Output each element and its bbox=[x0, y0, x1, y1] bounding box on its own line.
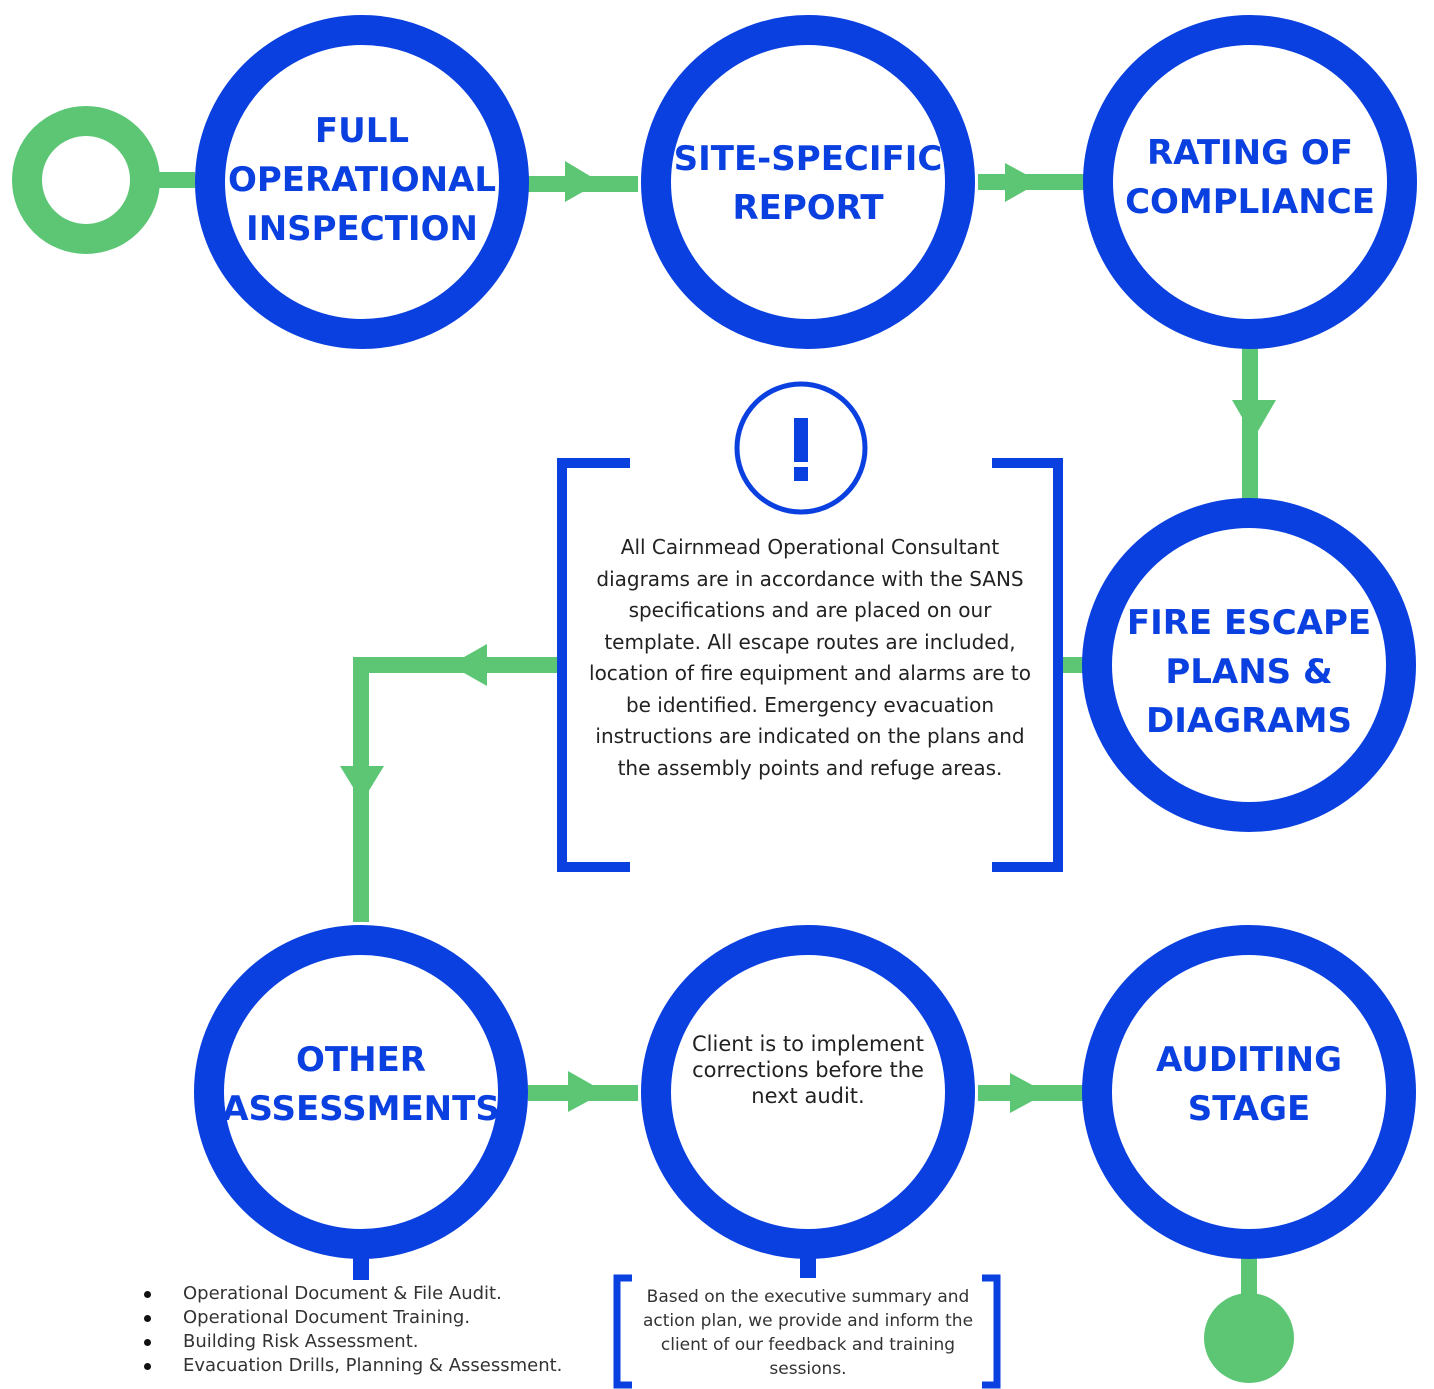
exclamation-icon bbox=[734, 381, 868, 515]
arrow-right-icon bbox=[568, 1071, 605, 1112]
arrow-down-icon bbox=[340, 766, 384, 802]
step-label-fire-escape-plans: FIRE ESCAPE PLANS & DIAGRAMS bbox=[1126, 602, 1372, 741]
arrow-right-icon bbox=[565, 161, 600, 202]
connectors bbox=[150, 161, 1276, 1315]
step-circle-1 bbox=[195, 15, 529, 349]
step-circle-4 bbox=[1082, 498, 1416, 832]
end-dot-icon bbox=[1204, 1293, 1294, 1383]
bracket-right-small bbox=[982, 1274, 1001, 1389]
arrow-down-icon bbox=[1232, 400, 1276, 438]
step-circles bbox=[194, 15, 1417, 1259]
bracket-left bbox=[557, 458, 630, 872]
arrow-right-icon bbox=[1005, 163, 1040, 202]
bracket-left-small bbox=[613, 1274, 632, 1389]
arrow-left-icon bbox=[450, 644, 487, 686]
step-circle-2 bbox=[641, 15, 975, 349]
start-ring-icon bbox=[12, 106, 160, 254]
connector-step4-stub bbox=[1060, 657, 1085, 673]
step-label-other-assessments: OTHER ASSESSMENTS bbox=[222, 1040, 500, 1129]
step-label-auditing-stage: AUDITING STAGE bbox=[1156, 1040, 1342, 1129]
step-circle-6 bbox=[641, 925, 975, 1259]
step-text-client-implement: Client is to implement corrections befor… bbox=[692, 1032, 924, 1108]
list-item: Operational Document & File Audit. bbox=[140, 1282, 562, 1306]
step-circle-3 bbox=[1083, 15, 1417, 349]
step-label-full-operational-inspection: FULL OPERATIONAL INSPECTION bbox=[227, 110, 497, 249]
bracket-right bbox=[992, 458, 1063, 872]
step-label-rating-of-compliance: RATING OF COMPLIANCE bbox=[1125, 133, 1375, 222]
note-brackets bbox=[557, 458, 1063, 872]
info-note-text: All Cairnmead Operational Consultant dia… bbox=[589, 535, 1031, 780]
connector-start-to-step1 bbox=[150, 172, 195, 188]
step-label-site-specific-report: SITE-SPECIFIC REPORT bbox=[673, 139, 943, 228]
step-circle-5 bbox=[194, 925, 528, 1259]
feedback-brackets bbox=[613, 1274, 1001, 1389]
other-assessments-list: Operational Document & File Audit. Opera… bbox=[140, 1282, 562, 1378]
list-item: Operational Document Training. bbox=[140, 1306, 562, 1330]
list-item: Building Risk Assessment. bbox=[140, 1330, 562, 1354]
arrow-right-icon bbox=[1010, 1073, 1047, 1113]
feedback-note-text: Based on the executive summary and actio… bbox=[642, 1287, 974, 1379]
list-item: Evacuation Drills, Planning & Assessment… bbox=[140, 1354, 562, 1378]
step-circle-7 bbox=[1082, 925, 1416, 1259]
